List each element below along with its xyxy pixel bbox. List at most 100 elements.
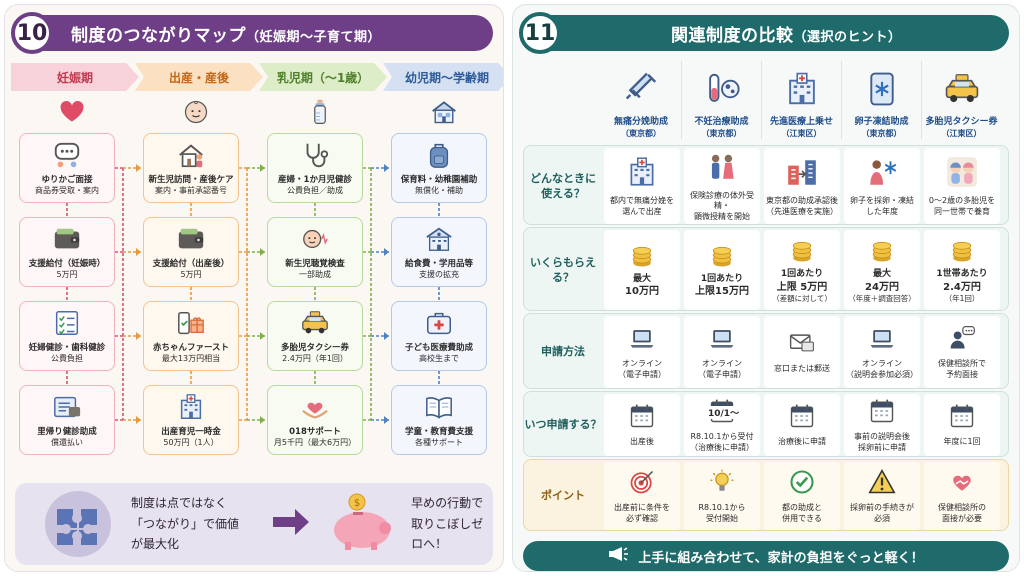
wallet-icon — [176, 218, 206, 259]
warning-icon — [868, 468, 896, 500]
calendar-icon — [948, 402, 976, 434]
twins-icon — [945, 155, 979, 193]
comparison-cell: 採卵前の手続きが 必須 — [844, 462, 920, 530]
program-name: 多胎児タクシー券 — [280, 343, 349, 354]
calendar-icon — [868, 397, 896, 429]
checklist-icon — [52, 302, 82, 343]
phase-ribbons: 妊娠期出産・産後乳児期（〜1歳）幼児期〜学齢期 — [11, 63, 503, 91]
program-card: 赤ちゃんファースト最大13万円相当 — [143, 301, 239, 371]
comparison-row: どんなときに 使える？都内で無痛分娩を 選んで出産保険診療の体外受精・ 顕微授精… — [523, 145, 1009, 225]
program-location: （江東区） — [941, 129, 982, 138]
program-detail: 高校生まで — [419, 354, 459, 364]
first-aid-icon — [424, 302, 454, 343]
phase-arrow-head — [384, 164, 389, 172]
mail-icon — [788, 329, 816, 361]
comparison-cell: 卵子を採卵・凍結 した年度 — [844, 148, 920, 224]
calendar-icon — [628, 402, 656, 434]
footer-banner: 上手に組み合わせて、家計の負担をぐっと軽く！ — [523, 541, 1009, 571]
program-name: 里帰り健診助成 — [37, 427, 97, 438]
comparison-cell: 1回あたり上限 5万円（差額に対して） — [764, 230, 840, 310]
cell-text: R8.10.1から 受付開始 — [698, 503, 746, 523]
piggy-bank-icon: $ — [327, 492, 397, 556]
backpack-icon — [424, 134, 454, 175]
program-column-header: 先進医療上乗せ（江東区） — [761, 61, 841, 139]
woman-snowflake-icon — [865, 155, 899, 193]
phase-arrow-head — [136, 248, 141, 256]
row-label: どんなときに 使える？ — [530, 171, 596, 200]
comparison-cell: 保健相談所で 予約面接 — [924, 316, 1000, 388]
summary-line-2: 「つながり」で価値が最大化 — [131, 516, 240, 552]
laptop-icon — [708, 324, 736, 356]
cell-text: オンライン （電子申請） — [698, 359, 746, 379]
program-detail: 一部助成 — [299, 270, 331, 280]
cell-text: 0〜2歳の多胎児を 同一世帯で養育 — [928, 196, 996, 216]
program-name: 保育料・幼稚園補助 — [400, 175, 478, 186]
comparison-cell: オンライン （電子申請） — [684, 316, 760, 388]
bottle-icon — [264, 97, 376, 127]
program-card: 新生児訪問・産後ケア案内・事前承認番号 — [143, 133, 239, 203]
summary-text-right: 早めの行動で 取りこぼしゼロへ！ — [411, 493, 493, 554]
program-name: 支援給付（出産後） — [152, 259, 230, 270]
puzzle-icon — [43, 489, 113, 559]
row-label: ポイント — [541, 489, 585, 503]
summary-line-4: 取りこぼしゼロへ！ — [411, 516, 484, 552]
heart-icon — [16, 97, 128, 127]
program-column-header: 卵子凍結助成（東京都） — [841, 61, 921, 139]
program-detail: 最大13万円相当 — [161, 354, 221, 364]
home-visit-icon — [176, 134, 206, 175]
comparison-cell: 都の助成と 併用できる — [764, 462, 840, 530]
cell-text: オンライン （説明会参加必須） — [846, 359, 918, 379]
laptop-icon — [628, 324, 656, 356]
title-text: 制度のつながりマップ — [71, 25, 246, 46]
wallet-icon — [52, 218, 82, 259]
cell-text: 採卵前の手続きが 必須 — [850, 503, 914, 523]
program-name: 学童・教育費支援 — [404, 427, 473, 438]
program-location: （東京都） — [861, 129, 902, 138]
comparison-cell: 保険診療の体外受精・ 顕微授精を開始 — [684, 148, 760, 224]
program-card: 支援給付（妊娠時）5万円 — [19, 217, 115, 287]
program-name: 不妊治療助成 — [694, 117, 749, 128]
comparison-cell: オンライン （説明会参加必須） — [844, 316, 920, 388]
comparison-cell: オンライン （電子申請） — [604, 316, 680, 388]
stethoscope-icon — [300, 134, 330, 175]
baby-hearing-icon — [300, 218, 330, 259]
house-icon — [388, 97, 500, 127]
bulb-icon — [708, 468, 736, 500]
program-detail: 支援の拡充 — [419, 270, 459, 280]
phase-arrow-head — [260, 248, 265, 256]
taxi-icon — [943, 61, 981, 117]
hospital-icon — [625, 155, 659, 193]
program-card: 産婦・1か月児健診公費負担／助成 — [267, 133, 363, 203]
program-detail: 公費負担／助成 — [287, 186, 343, 196]
program-detail: 5万円 — [180, 270, 202, 280]
amount-prefix: 1回あたり — [780, 269, 824, 280]
taxi-icon — [300, 302, 330, 343]
cell-text: 保健相談所で 予約面接 — [938, 359, 986, 379]
cell-text: 治療後に申請 — [778, 437, 826, 447]
program-card: 保育料・幼稚園補助無償化・補助 — [391, 133, 487, 203]
comparison-cell: 保健相談所の 面接が必要 — [924, 462, 1000, 530]
check-icon — [788, 468, 816, 500]
program-name: 産婦・1か月児健診 — [278, 175, 352, 186]
comparison-row: ポイント出産前に条件を 必ず確認 R8.10.1から 受付開始都の助成と 併用でき… — [523, 459, 1009, 531]
handshake-icon — [948, 468, 976, 500]
comparison-cell: 10/1〜R8.10.1から受付 （治療後に申請） — [684, 394, 760, 456]
baby-face-icon — [140, 97, 252, 127]
connection-map-panel: 10 制度のつながりマップ（妊娠期〜子育て期） 妊娠期出産・産後乳児期（〜1歳）… — [4, 4, 504, 572]
summary-text-left: 制度は点ではなく 「つながり」で価値が最大化 — [131, 493, 249, 554]
amount-value: 2.4万円 — [943, 281, 981, 293]
cell-text: 出産前に条件を 必ず確認 — [614, 503, 670, 523]
buildings-icon — [785, 155, 819, 193]
school-icon — [424, 218, 454, 259]
program-location: （江東区） — [781, 129, 822, 138]
program-name: 新生児訪問・産後ケア — [148, 175, 234, 186]
amount-prefix: 1世帯あたり — [936, 269, 988, 280]
footer-text: 上手に組み合わせて、家計の負担をぐっと軽く！ — [638, 550, 924, 566]
amount-prefix: 最大 — [872, 269, 891, 280]
program-card: 018サポート月5千円（最大6万円） — [267, 385, 363, 455]
phase-ribbon-4: 幼児期〜学齢期 — [383, 63, 503, 91]
